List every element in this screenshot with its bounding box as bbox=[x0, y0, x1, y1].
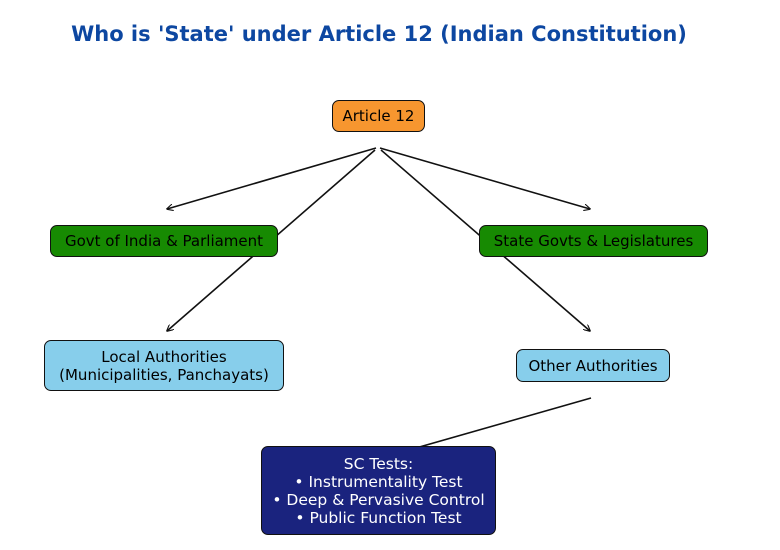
node-article-12: Article 12 bbox=[332, 100, 425, 132]
node-article-12-label: Article 12 bbox=[342, 107, 415, 125]
arrow-article-to-govt-india bbox=[167, 147, 377, 209]
node-other-authorities: Other Authorities bbox=[516, 349, 670, 382]
node-govt-of-india: Govt of India & Parliament bbox=[50, 225, 278, 257]
sc-test-instrumentality: • Instrumentality Test bbox=[294, 472, 463, 491]
node-local-authorities: Local Authorities (Municipalities, Panch… bbox=[44, 340, 284, 391]
node-state-govts: State Govts & Legislatures bbox=[479, 225, 708, 257]
node-local-authorities-line-1: Local Authorities bbox=[101, 347, 227, 366]
node-other-authorities-label: Other Authorities bbox=[528, 356, 658, 375]
sc-tests-heading: SC Tests: bbox=[343, 454, 414, 473]
node-state-govts-label: State Govts & Legislatures bbox=[493, 232, 694, 250]
node-sc-tests: SC Tests: • Instrumentality Test • Deep … bbox=[261, 446, 496, 535]
arrow-article-to-state-govts bbox=[379, 147, 590, 209]
node-govt-of-india-label: Govt of India & Parliament bbox=[64, 232, 264, 250]
sc-test-deep-pervasive-control: • Deep & Pervasive Control bbox=[272, 490, 485, 509]
sc-test-public-function: • Public Function Test bbox=[295, 508, 462, 527]
node-local-authorities-line-2: (Municipalities, Panchayats) bbox=[59, 365, 269, 384]
diagram-title: Who is 'State' under Article 12 (Indian … bbox=[71, 22, 687, 46]
